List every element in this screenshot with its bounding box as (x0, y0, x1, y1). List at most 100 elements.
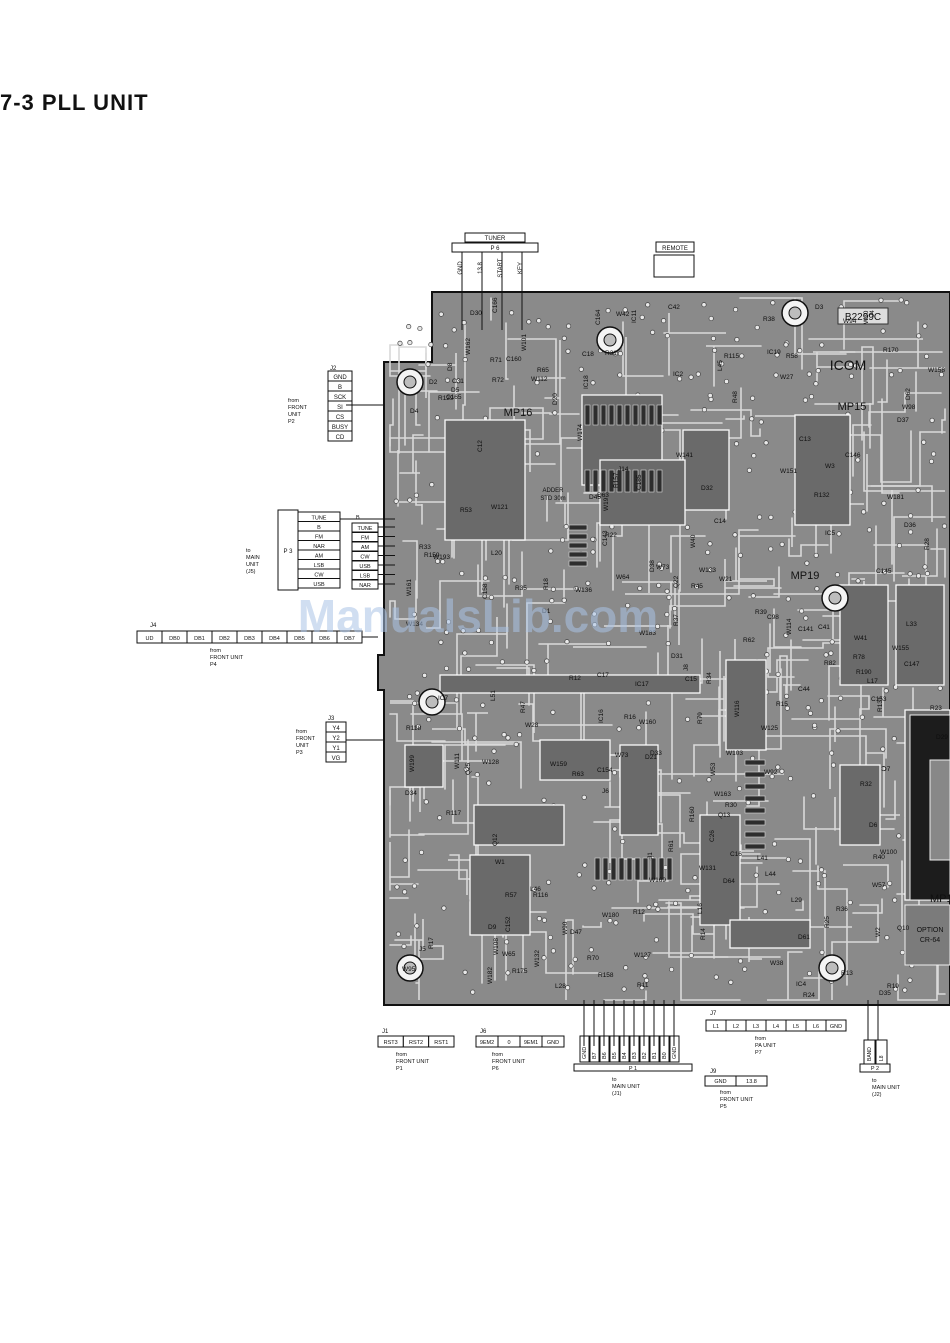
solder-pad (590, 380, 596, 386)
pin-label: FM (315, 535, 323, 541)
pin-cell (327, 430, 353, 442)
pin-label: B (338, 385, 342, 391)
solder-pad (799, 608, 805, 614)
solder-pad (443, 343, 449, 349)
part-ref: C26 (709, 830, 716, 842)
part-ref: W65 (502, 951, 516, 958)
part-ref: IC11 (631, 309, 638, 323)
solder-pad (541, 917, 547, 923)
part-ref: Q22 (673, 575, 680, 588)
copper-trace (740, 844, 787, 859)
solder-pad (444, 629, 450, 635)
copper-trace (417, 869, 468, 895)
pin-label: GND (830, 1024, 842, 1030)
part-ref: D64 (723, 878, 735, 885)
pin-cell (428, 1035, 455, 1048)
solder-pad (645, 302, 651, 308)
solder-pad (474, 772, 480, 778)
solder-pad (590, 536, 596, 542)
pin-label: CD (336, 435, 345, 441)
part-ref: D4 (410, 408, 419, 415)
copper-trace (394, 919, 424, 951)
copper-trace (560, 437, 605, 502)
copper-trace (868, 392, 942, 428)
solder-pad (834, 572, 840, 578)
solder-pad (541, 797, 547, 803)
copper-trace (521, 412, 580, 415)
solder-pad (552, 410, 558, 416)
solder-pad (708, 315, 714, 322)
solder-pad (561, 335, 567, 341)
copper-trace (398, 346, 427, 454)
part-ref: D36 (904, 522, 916, 529)
pin-label: L2 (733, 1024, 739, 1030)
solder-pad (712, 347, 718, 353)
solder-pad (451, 327, 457, 333)
copper-trace (462, 321, 466, 449)
solder-pad (896, 543, 902, 549)
part-ref: W180 (602, 912, 619, 919)
copper-trace (774, 838, 852, 928)
j2-from: from (288, 398, 299, 404)
resistor (642, 857, 649, 881)
pin-cell (825, 1019, 847, 1032)
solder-pad (411, 883, 418, 889)
pin-label: L6 (813, 1024, 819, 1030)
part-ref: R82 (824, 660, 836, 667)
solder-pad (813, 381, 819, 387)
part-ref: D1 (542, 608, 551, 615)
solder-pad (835, 728, 841, 734)
part-ref: L33 (906, 621, 917, 628)
resistor (744, 783, 766, 790)
solder-pad (411, 611, 417, 617)
part-ref: C158 (482, 583, 489, 599)
pin-label: 9EM2 (480, 1040, 494, 1046)
part-ref: R16 (624, 714, 636, 721)
part-ref: R12 (633, 909, 645, 916)
solder-pad (664, 611, 670, 618)
copper-trace (893, 516, 946, 582)
j6-from: FRONT UNIT (492, 1059, 526, 1065)
solder-pad (810, 793, 817, 799)
option-model: CR-64 (920, 937, 940, 944)
solder-pad (737, 958, 744, 964)
solder-pad (455, 378, 461, 384)
j2-from: FRONT (288, 405, 308, 411)
copper-trace (706, 345, 762, 387)
solder-pad (779, 541, 785, 547)
resistor (640, 404, 647, 426)
part-ref: W3 (825, 463, 835, 470)
copper-trace (885, 780, 896, 820)
p2-plug-label: P 2 (871, 1066, 879, 1072)
solder-pad (813, 552, 819, 558)
solder-pad (938, 372, 945, 378)
solder-pad (819, 342, 825, 348)
pin-label: RST3 (384, 1040, 398, 1046)
part-ref: C141 (798, 626, 814, 633)
solder-pad (823, 652, 829, 658)
part-ref: W162 (465, 338, 472, 355)
ic-block (725, 659, 767, 751)
part-ref: W158 (928, 367, 945, 374)
solder-pad (459, 570, 465, 577)
solder-pad (605, 640, 612, 646)
p3-to: (J5) (246, 569, 256, 575)
resistor (584, 469, 591, 493)
resistor (626, 857, 633, 881)
j3-from: from (296, 729, 307, 735)
solder-pad (769, 773, 775, 780)
part-ref: J4 (869, 310, 876, 317)
solder-pad (524, 659, 530, 665)
solder-pad (773, 372, 779, 378)
solder-pad (855, 578, 861, 584)
copper-trace (402, 540, 418, 599)
solder-pad (806, 371, 812, 377)
copper-trace (603, 990, 647, 1001)
part-ref: W127 (634, 952, 651, 959)
solder-pad (462, 650, 468, 656)
solder-pad (581, 794, 587, 800)
solder-pad (818, 867, 825, 873)
